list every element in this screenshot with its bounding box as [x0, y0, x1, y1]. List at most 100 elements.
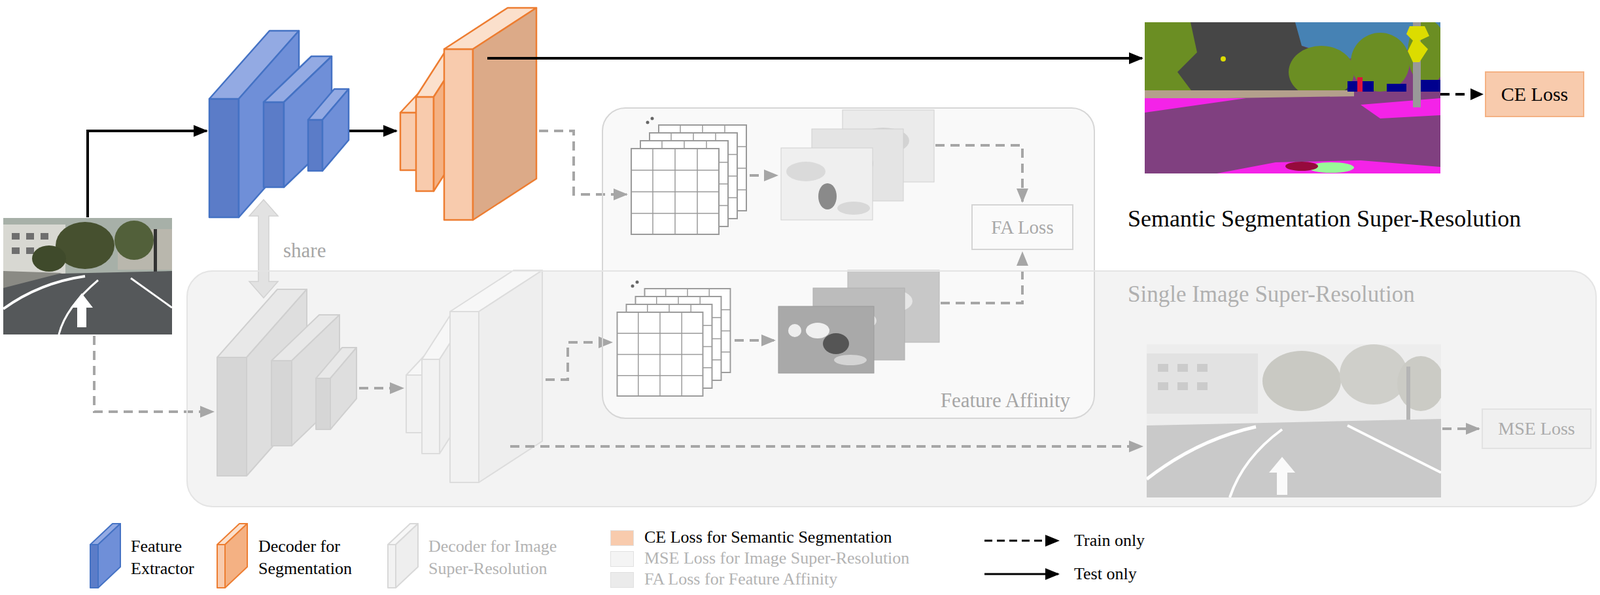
input-photo — [3, 270, 173, 335]
shared-feature-extractor — [330, 347, 357, 430]
super-resolved-photo — [1229, 429, 1283, 498]
input-photo — [58, 279, 99, 335]
segmentation-decoder — [400, 112, 417, 171]
segmentation-decoder — [416, 96, 434, 192]
affinity-matrix — [646, 121, 650, 125]
region-ground — [601, 107, 1096, 419]
super-resolved-photo — [1177, 363, 1188, 372]
segmentation-decoder — [400, 7, 537, 220]
input-photo — [130, 278, 173, 308]
legend-text: Train only — [1074, 530, 1145, 551]
segmentation-map — [1144, 94, 1441, 174]
legend-text: Feature Extractor — [130, 535, 216, 580]
affinity-matrix — [635, 280, 640, 284]
input-photo — [3, 270, 63, 288]
super-resolved-photo — [1406, 366, 1411, 427]
test-arrow — [87, 130, 207, 218]
super-resolved-photo — [1146, 418, 1442, 498]
train-arrow — [749, 173, 778, 177]
input-photo — [40, 232, 49, 240]
legend-swatch — [98, 523, 121, 588]
legend-text: Decoder for Image Super-Resolution — [428, 535, 583, 580]
connector-line — [1440, 92, 1472, 96]
segmentation-map — [1360, 98, 1441, 119]
affinity-map — [778, 306, 874, 373]
input-photo — [11, 247, 20, 254]
input-photo — [26, 232, 35, 240]
legend-swatch — [610, 571, 634, 588]
segmentation-map — [1216, 160, 1441, 174]
input-photo — [3, 224, 66, 279]
input-photo — [70, 293, 93, 328]
affinity-matrix — [631, 148, 719, 235]
segmentation-map — [1420, 79, 1441, 92]
loss-label: CE Loss — [1501, 82, 1569, 106]
sr-decoder — [450, 311, 479, 483]
super-resolved-photo — [1197, 382, 1208, 390]
super-resolved-photo — [1347, 425, 1442, 473]
input-photo — [11, 232, 20, 240]
input-photo — [114, 220, 154, 260]
super-resolved-photo — [1339, 344, 1408, 405]
segmentation-decoder — [472, 7, 537, 220]
super-resolved-photo — [1397, 355, 1442, 411]
super-resolved-photo — [1157, 363, 1169, 372]
feature-extractor — [308, 119, 323, 171]
segmentation-map — [1357, 77, 1363, 92]
feature-extractor — [209, 30, 349, 218]
train-arrow — [734, 338, 775, 342]
affinity-map — [778, 109, 940, 373]
feature-extractor — [209, 98, 239, 218]
segmentation-output: Semantic Segmentation Super-Resolution — [1144, 22, 1441, 174]
legend-swatch — [395, 523, 418, 588]
loss-box: FA Loss — [971, 204, 1074, 250]
legend-icon — [217, 544, 226, 588]
feature-extractor — [263, 102, 284, 188]
segmentation-map — [1386, 83, 1407, 92]
affinity-map — [834, 354, 867, 366]
segmentation-map — [1350, 32, 1410, 92]
region-title: Feature Affinity — [940, 387, 1071, 413]
legend-text: MSE Loss for Image Super-Resolution — [644, 548, 910, 568]
segmentation-map — [1285, 161, 1319, 171]
train-arrow — [935, 145, 1023, 202]
affinity-map — [837, 201, 870, 215]
shared-feature-extractor — [271, 360, 292, 446]
legend-swatch — [610, 529, 634, 546]
train-arrow — [510, 444, 1143, 448]
feature-affinity-region: Feature Affinity FA Loss — [601, 107, 1096, 419]
shared-feature-extractor — [217, 357, 247, 476]
affinity-map — [822, 332, 850, 354]
super-resolved-photo — [1197, 363, 1208, 372]
share-arrow — [249, 199, 279, 298]
super-resolved-photo — [1157, 382, 1169, 390]
loss-label: FA Loss — [991, 215, 1054, 239]
shared-feature-extractor — [217, 289, 357, 476]
sr-decoder — [478, 270, 543, 483]
affinity-matrix — [617, 312, 704, 396]
super-resolved-photo — [1146, 344, 1442, 498]
loss-box: CE Loss — [1484, 71, 1585, 118]
train-arrow — [940, 252, 1023, 303]
legend-swatch — [610, 550, 634, 567]
affinity-map — [818, 183, 837, 210]
super-resolved-photo — [1269, 456, 1296, 495]
legend-swatch — [225, 523, 248, 588]
arrow-head — [1470, 88, 1484, 101]
legend-icon — [90, 523, 1059, 588]
segmentation-map — [1144, 22, 1441, 174]
legend-text: Test only — [1074, 563, 1137, 584]
legend-icon — [387, 544, 396, 588]
shared-feature-extractor — [315, 378, 331, 430]
segmentation-map — [1220, 56, 1226, 62]
legend-text: CE Loss for Semantic Segmentation — [644, 527, 892, 547]
input-photo — [3, 217, 173, 335]
super-resolved-photo — [1262, 350, 1341, 411]
segmentation-map — [1144, 22, 1441, 174]
affinity-map — [805, 322, 830, 339]
train-arrow — [94, 130, 1479, 447]
train-arrow — [94, 335, 214, 412]
sr-decoder — [421, 359, 440, 454]
super-resolved-photo — [1177, 382, 1188, 390]
